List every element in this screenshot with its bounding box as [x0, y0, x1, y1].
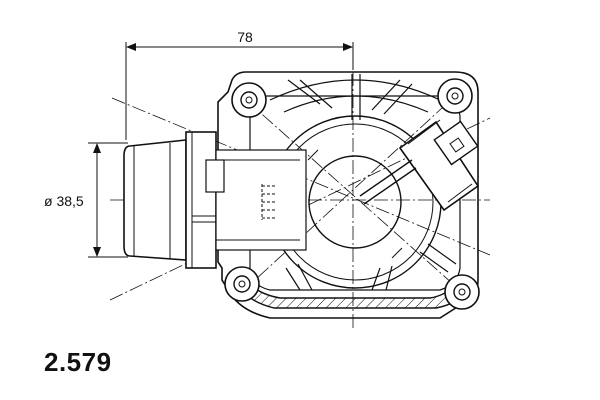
diameter-dimension: ø 38,5 [44, 142, 128, 258]
bolt-top-left [231, 82, 267, 118]
pipe-nozzle [123, 139, 187, 261]
width-label: 78 [237, 29, 253, 45]
outlet-pipe [123, 131, 307, 269]
bolt-top-right [437, 78, 473, 114]
part-number: 2.579 [44, 347, 112, 377]
bolt-bottom-right [444, 274, 480, 310]
sensor-body [398, 120, 480, 212]
width-dimension: 78 [125, 29, 354, 140]
bolt-bottom-left [224, 266, 260, 302]
diameter-label: ø 38,5 [44, 193, 84, 209]
sensor-probe [359, 159, 413, 197]
temperature-sensor [359, 119, 480, 212]
mounting-bolts [224, 78, 480, 310]
